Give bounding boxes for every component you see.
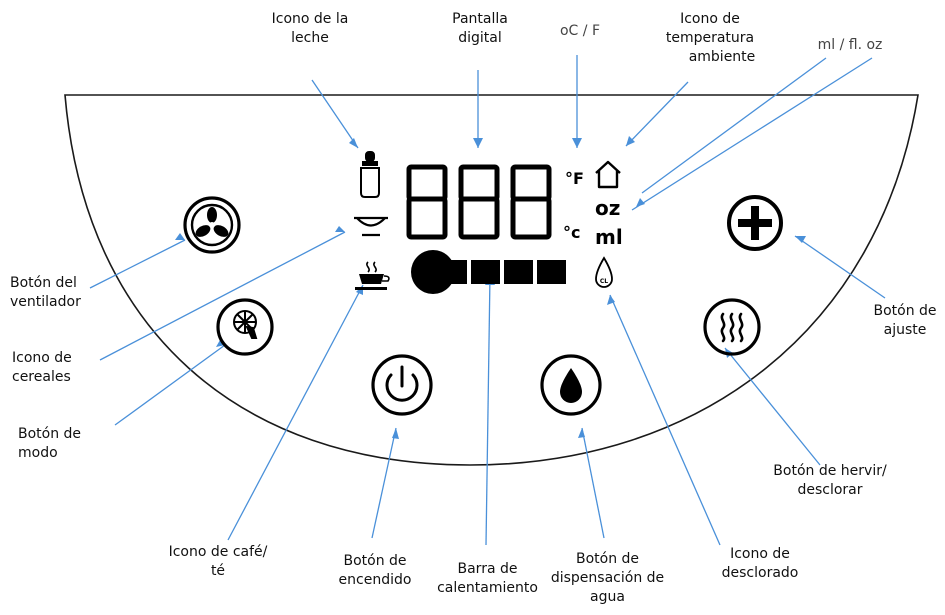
fan-icon xyxy=(195,207,229,237)
leader-dispense xyxy=(581,427,605,539)
leader-ambient xyxy=(625,81,689,147)
panel-outline xyxy=(64,94,919,466)
boil-descale-button[interactable] xyxy=(703,298,761,356)
unit-celsius: °c xyxy=(563,223,580,242)
mode-button[interactable] xyxy=(216,298,274,356)
leader-adjust xyxy=(794,235,886,299)
label-temp-units: oC / F xyxy=(559,23,600,39)
fan-button[interactable] xyxy=(183,196,241,254)
unit-oz: oz xyxy=(595,196,620,220)
leader-arrowheads xyxy=(175,136,806,439)
label-coffee-icon: Icono de café/té xyxy=(168,544,268,579)
home-icon xyxy=(595,160,621,189)
unit-ml: ml xyxy=(595,225,623,249)
adjust-button[interactable] xyxy=(727,195,783,251)
unit-fahrenheit: °F xyxy=(565,169,584,188)
leader-descale xyxy=(609,294,721,546)
plus-icon xyxy=(738,206,772,240)
leader-power xyxy=(371,427,397,539)
digit-3 xyxy=(510,164,552,240)
digital-display xyxy=(406,164,552,240)
leader-boil xyxy=(724,347,821,466)
power-icon xyxy=(385,365,419,402)
leader-milk xyxy=(311,79,359,149)
digit-2 xyxy=(458,164,500,240)
descale-drop-icon: CL xyxy=(595,256,613,288)
leader-volume xyxy=(641,57,827,194)
coffee-cup-icon xyxy=(355,261,390,290)
water-drop-icon xyxy=(560,368,582,403)
power-button[interactable] xyxy=(371,354,433,416)
leader-lines xyxy=(89,55,886,546)
water-dispense-button[interactable] xyxy=(540,354,602,416)
heat-waves-icon xyxy=(720,312,744,343)
leader-cereal xyxy=(99,231,346,361)
ferris-wheel-icon xyxy=(233,310,258,339)
label-boil-descale-button: Botón de hervir/desclorar xyxy=(773,463,887,498)
leader-mode xyxy=(114,344,226,426)
leader-heatbar xyxy=(485,274,491,546)
digit-1 xyxy=(406,164,448,240)
descale-badge: CL xyxy=(600,278,608,285)
label-volume-units: ml / fl. oz xyxy=(817,37,883,53)
leader-coffee xyxy=(227,284,364,541)
heating-bar xyxy=(411,250,566,294)
leader-fan xyxy=(89,239,186,289)
milk-bottle-icon xyxy=(360,151,380,198)
leader-oz xyxy=(631,57,873,211)
cereal-bowl-icon xyxy=(354,216,388,237)
